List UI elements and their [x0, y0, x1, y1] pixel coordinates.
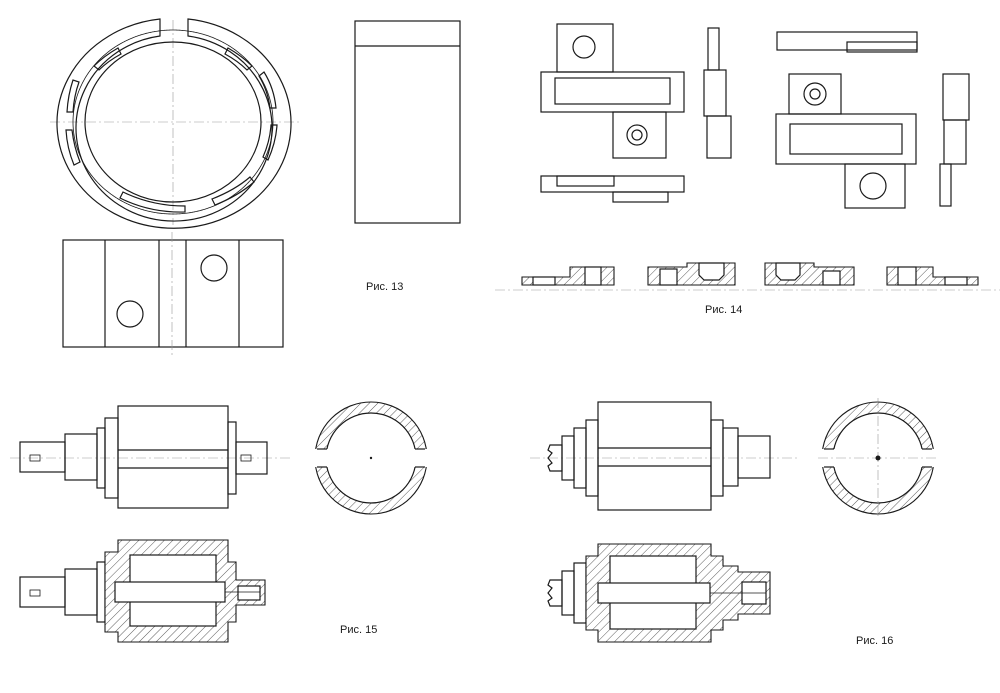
fig14-left-side-view	[703, 27, 732, 159]
fig13-split-ring-view	[50, 18, 300, 229]
figure-16	[530, 398, 938, 643]
fig14-left-plan-view	[540, 23, 685, 203]
fig14-caption: Рис. 14	[705, 304, 743, 316]
fig16-caption: Рис. 16	[856, 635, 894, 647]
fig16-side-section	[818, 398, 938, 518]
figure-13	[50, 18, 461, 355]
fig13-front-view	[62, 232, 284, 355]
fig16-longitudinal-section	[547, 543, 771, 643]
figure-14	[495, 23, 1000, 291]
fig15-longitudinal-section	[19, 539, 266, 643]
fig13-caption: Рис. 13	[366, 281, 404, 293]
fig14-right-plan-view	[775, 31, 918, 209]
fig13-side-view	[354, 20, 461, 224]
fig14-right-side-view	[939, 73, 970, 207]
figure-15	[10, 401, 429, 643]
fig15-front-view	[10, 405, 290, 509]
fig15-side-section	[313, 401, 429, 515]
fig16-front-view	[530, 401, 800, 511]
fig15-caption: Рис. 15	[340, 624, 378, 636]
fig14-sections	[495, 262, 1000, 291]
